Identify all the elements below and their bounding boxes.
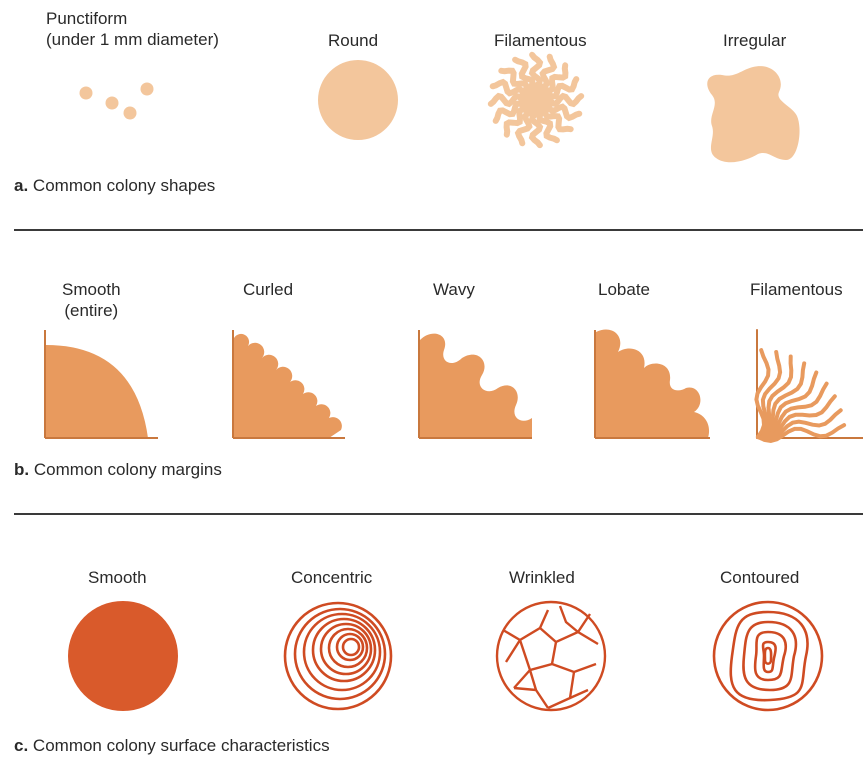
irregular-colony (707, 66, 799, 162)
surface-smooth (68, 601, 178, 711)
margin-wavy (419, 330, 532, 438)
margin-filamentous (756, 330, 863, 441)
surface-contoured (714, 602, 822, 710)
filamentous-colony (491, 55, 581, 145)
margin-lobate (595, 329, 710, 438)
surface-wrinkled (497, 602, 605, 710)
surface-concentric (285, 603, 391, 709)
margin-curled (233, 330, 345, 438)
margin-smooth (45, 330, 158, 438)
punctiform-colony (80, 83, 154, 120)
round-colony (318, 60, 398, 140)
